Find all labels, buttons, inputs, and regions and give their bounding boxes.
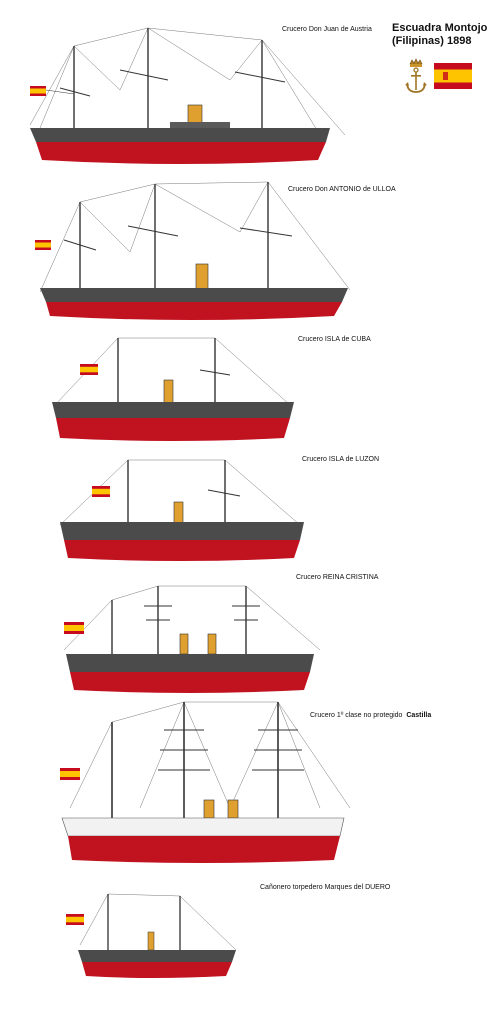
ship-label-isla-de-luzon: Crucero ISLA de LUZON: [302, 456, 380, 463]
ship-label-isla-de-cuba: Crucero ISLA de CUBA: [298, 336, 371, 343]
ship-label-antonio-de-ulloa: Crucero Don ANTONIO de ULLOA: [288, 186, 396, 193]
ship-label-juan-de-austria: Crucero Don Juan de Austria: [282, 26, 372, 33]
ship-illustration-isla-de-luzon: [59, 459, 304, 561]
ship-label-castilla: Crucero 1º clase no protegido Castilla: [310, 712, 432, 719]
ship-illustration-antonio-de-ulloa: [35, 181, 351, 320]
ship-illustration-reina-cristina: [63, 585, 321, 693]
ship-illustration-isla-de-cuba: [52, 337, 294, 441]
ship-illustration-juan-de-austria: [29, 27, 346, 164]
ship-illustration-marques-del-duero: [66, 893, 237, 978]
spanish-flag-icon: [434, 63, 472, 89]
ship-label-reina-cristina: Crucero REINA CRISTINA: [296, 574, 379, 581]
anchor-crown-icon: [405, 58, 427, 93]
ship-illustration-castilla: [60, 701, 351, 863]
ship-label-marques-del-duero: Cañonero torpedero Marques del DUERO: [260, 884, 391, 891]
page-title: Escuadra Montojo (Filipinas) 1898: [392, 22, 488, 47]
